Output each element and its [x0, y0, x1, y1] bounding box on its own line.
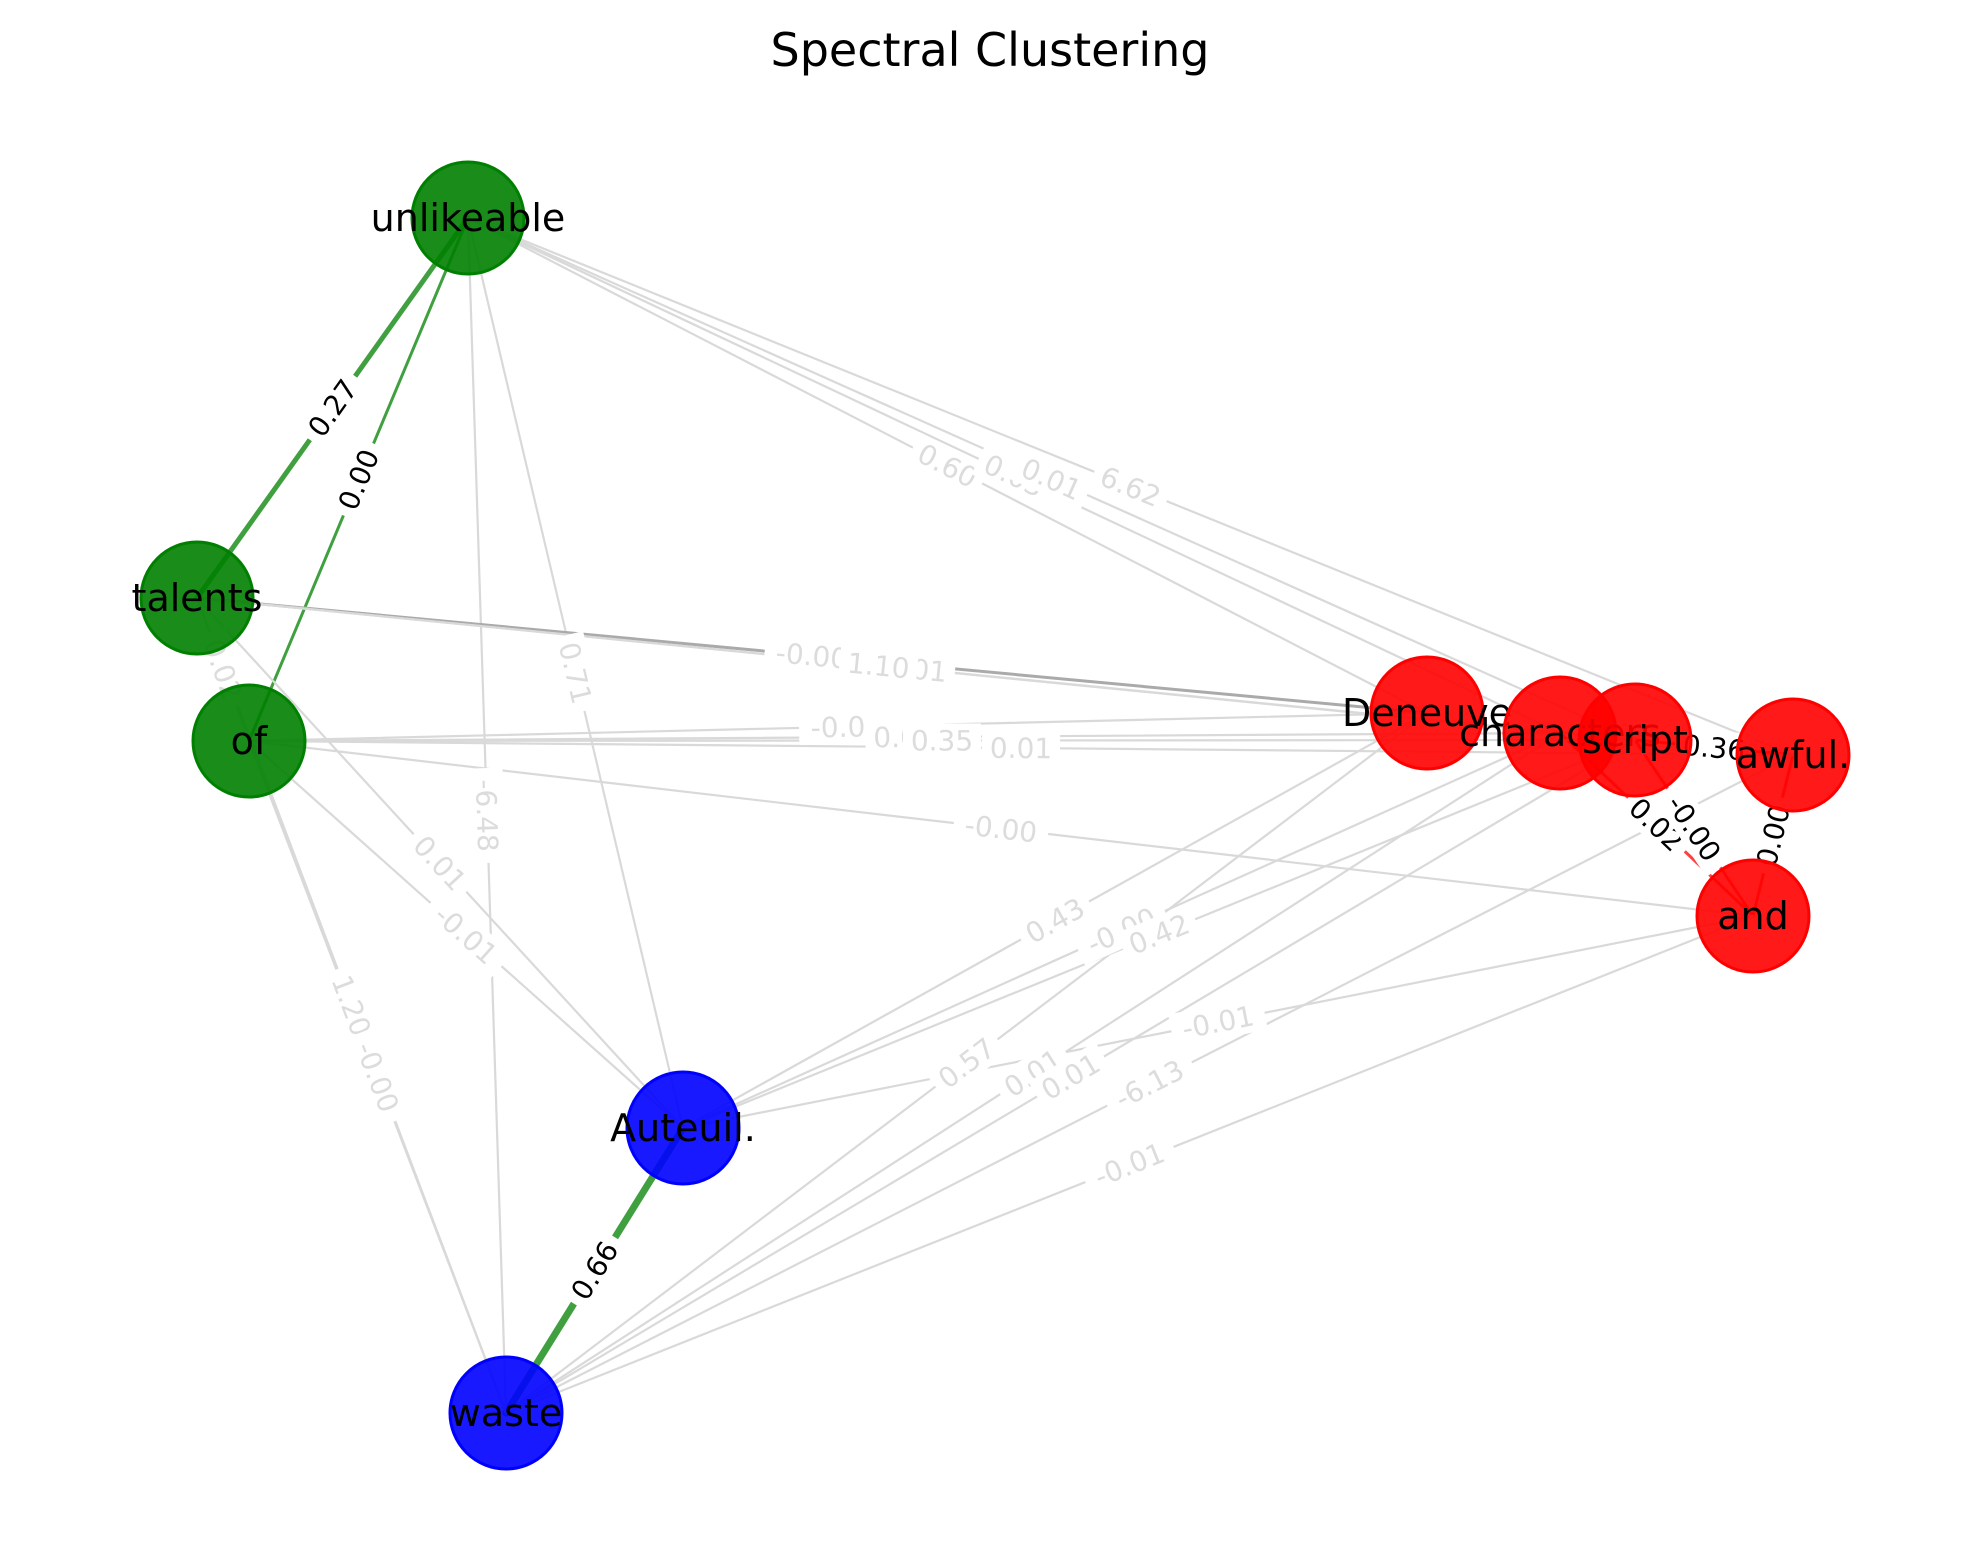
edge-label-bg	[1012, 886, 1098, 955]
node-label-script: script	[1582, 718, 1688, 762]
edge-label-bg	[1008, 447, 1095, 511]
edge-label: 0.35	[911, 724, 973, 757]
graph-title: Spectral Clustering	[771, 23, 1210, 77]
edge-label-bg	[401, 822, 479, 904]
edge-label-bg	[1099, 1047, 1200, 1121]
edge-label-group: -0.01	[1079, 1131, 1180, 1198]
edge-label: -6.13	[1110, 1053, 1190, 1115]
edge-label-group: 0.00	[327, 436, 390, 523]
edge-label-bg	[327, 436, 390, 523]
edge-label-bg	[468, 767, 506, 864]
edge-label-group: -0.00	[951, 806, 1051, 851]
edge-label-bg	[1673, 726, 1755, 769]
edge-label-group: 0.57	[925, 1025, 1008, 1101]
edge-label: 0.00	[332, 445, 387, 515]
edge-label-bg	[1747, 793, 1799, 878]
edge-label: -0.00	[349, 1037, 406, 1116]
edge-label-bg	[549, 631, 602, 715]
edge-label: -6.48	[469, 779, 504, 852]
edge-label-bg	[925, 1025, 1008, 1101]
edge-label-group: -0.0	[798, 709, 878, 745]
edge-label: 0.01	[990, 732, 1053, 766]
edge-label-group: -0.01	[1168, 996, 1268, 1048]
edge-label: -0.0	[810, 710, 865, 744]
edge-label-group: 1.10	[838, 644, 919, 687]
edge-label-bg	[1168, 996, 1268, 1048]
node-of[interactable]	[191, 683, 307, 799]
edge-label: -0.01	[1090, 1136, 1170, 1193]
edge-label-group: 0.01	[981, 730, 1061, 766]
node-label-talents: talents	[132, 576, 263, 620]
edge-label-bg	[1616, 785, 1697, 864]
edge-label-bg	[763, 634, 861, 677]
node-waste[interactable]	[448, 1355, 564, 1471]
edge-label-bg	[296, 366, 369, 450]
edge-label: 1.10	[846, 647, 911, 686]
node-and[interactable]	[1695, 858, 1811, 974]
edge-label-group: 0.01	[1008, 447, 1095, 511]
node-label-awful: awful.	[1736, 733, 1850, 777]
node-label-and: and	[1717, 894, 1789, 938]
node-talents[interactable]	[139, 540, 255, 656]
node-script[interactable]	[1577, 682, 1693, 798]
edge-label-bg	[1116, 903, 1202, 965]
edge-label: -0.01	[1179, 999, 1256, 1045]
edge-label-group: 6.62	[1087, 456, 1174, 517]
edge-label-bg	[419, 890, 513, 979]
edge-label-group: -0.00	[344, 1026, 411, 1128]
node-deneuve[interactable]	[1369, 655, 1485, 771]
node-layer: unlikeabletalentsofAuteuil.wasteDeneuvec…	[132, 160, 1851, 1471]
node-unlikeable[interactable]	[410, 160, 526, 276]
edge-label-bg	[951, 806, 1051, 851]
edge-label: 6.62	[1095, 460, 1165, 514]
node-label-unlikeable: unlikeable	[371, 196, 566, 240]
edge-label-group: -6.48	[468, 767, 506, 864]
edge-label: 0.71	[552, 639, 598, 707]
edge-label-bg	[321, 963, 382, 1048]
edge-label-bg	[1079, 1131, 1180, 1198]
edge-label-bg	[905, 432, 990, 499]
node-auteuil[interactable]	[625, 1070, 741, 1186]
edge-label-bg	[902, 723, 982, 758]
edge-label-bg	[838, 644, 919, 687]
edge-label-group: -6.13	[1099, 1047, 1200, 1121]
edge-label-bg	[1028, 1041, 1113, 1112]
node-label-auteuil: Auteuil.	[610, 1106, 756, 1150]
node-label-of: of	[231, 719, 269, 763]
edge-label-bg	[1653, 779, 1735, 877]
edge-label-bg	[798, 709, 878, 745]
edge-label: -0.00	[774, 636, 849, 676]
edge-label-group: -0.01	[419, 890, 513, 979]
edge-label-bg	[991, 1037, 1075, 1109]
node-label-deneuve: Deneuve	[1342, 691, 1512, 735]
node-label-waste: waste	[450, 1391, 562, 1435]
edge-label-bg	[1071, 895, 1172, 966]
node-awful[interactable]	[1735, 697, 1851, 813]
edge-label-group: 0.66	[559, 1228, 630, 1313]
edge-label-bg	[559, 1228, 630, 1313]
edge-label-bg	[1087, 456, 1174, 517]
edge-label-group: 0.71	[549, 631, 602, 715]
edge-label: -0.00	[963, 808, 1039, 849]
edge-label-group: 0.35	[902, 723, 982, 758]
edge-label-bg	[981, 730, 1061, 766]
edge-label-bg	[344, 1026, 411, 1128]
edge-label-group: -0.00	[763, 634, 861, 677]
